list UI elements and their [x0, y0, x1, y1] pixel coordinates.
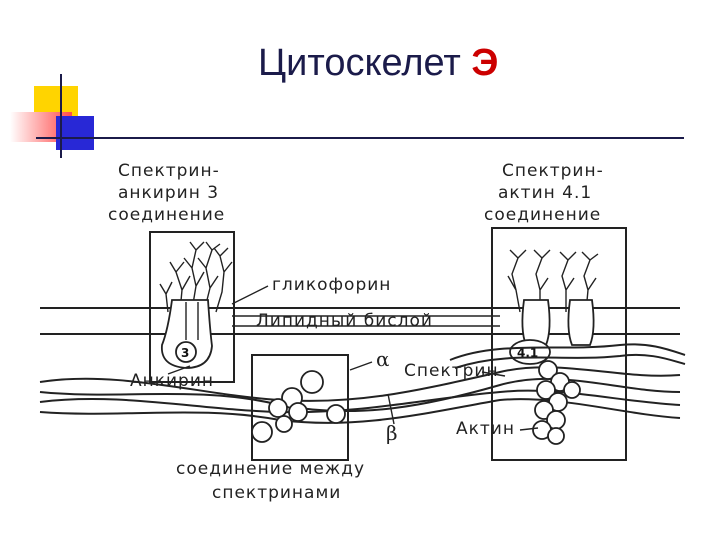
- spectrin-filaments: [39, 343, 686, 424]
- label-alpha: α: [376, 347, 390, 371]
- marker-41: 4.1: [517, 346, 538, 360]
- title-text: Цитоскелет: [258, 42, 461, 84]
- page-title: Цитоскелет Э: [258, 42, 498, 85]
- leader-lines: [167, 285, 539, 431]
- label-glycophorin: гликофорин: [272, 275, 391, 295]
- actin-filament: [532, 360, 581, 445]
- label-spectrin: Спектрин: [404, 361, 499, 381]
- label-ankyrin: Анкирин: [130, 371, 214, 391]
- label-bilayer: Липидный бислой: [256, 311, 433, 331]
- label-left-top-line3: соединение: [108, 205, 225, 225]
- band3-protein: [161, 299, 213, 369]
- title-accent: Э: [471, 42, 499, 84]
- marker-3: 3: [181, 346, 189, 360]
- label-bottom-line2: спектринами: [212, 483, 341, 503]
- label-right-top-line2: актин 4.1: [498, 183, 592, 203]
- spectrin-junction-blobs: [251, 370, 346, 443]
- label-beta: β: [386, 421, 398, 445]
- label-actin: Актин: [456, 419, 515, 439]
- label-right-top-line1: Спектрин-: [502, 161, 604, 181]
- label-left-top-line2: анкирин 3: [118, 183, 219, 203]
- title-underline: [36, 137, 684, 139]
- label-bottom: соединение между спектринами: [176, 459, 365, 503]
- label-left-top-line1: Спектрин-: [118, 161, 220, 181]
- deco-vertical-line: [60, 74, 62, 158]
- label-left-top: Спектрин- анкирин 3 соединение: [108, 161, 225, 225]
- right-transmembrane-proteins: [521, 299, 595, 346]
- deco-blue-square: [56, 116, 94, 150]
- label-right-top-line3: соединение: [484, 205, 601, 225]
- right-sugar-chains: [507, 249, 599, 313]
- glycophorin-chains: [159, 241, 233, 313]
- label-right-top: Спектрин- актин 4.1 соединение: [484, 161, 604, 225]
- label-bottom-line1: соединение между: [176, 459, 365, 479]
- middle-junction-box: [251, 354, 349, 461]
